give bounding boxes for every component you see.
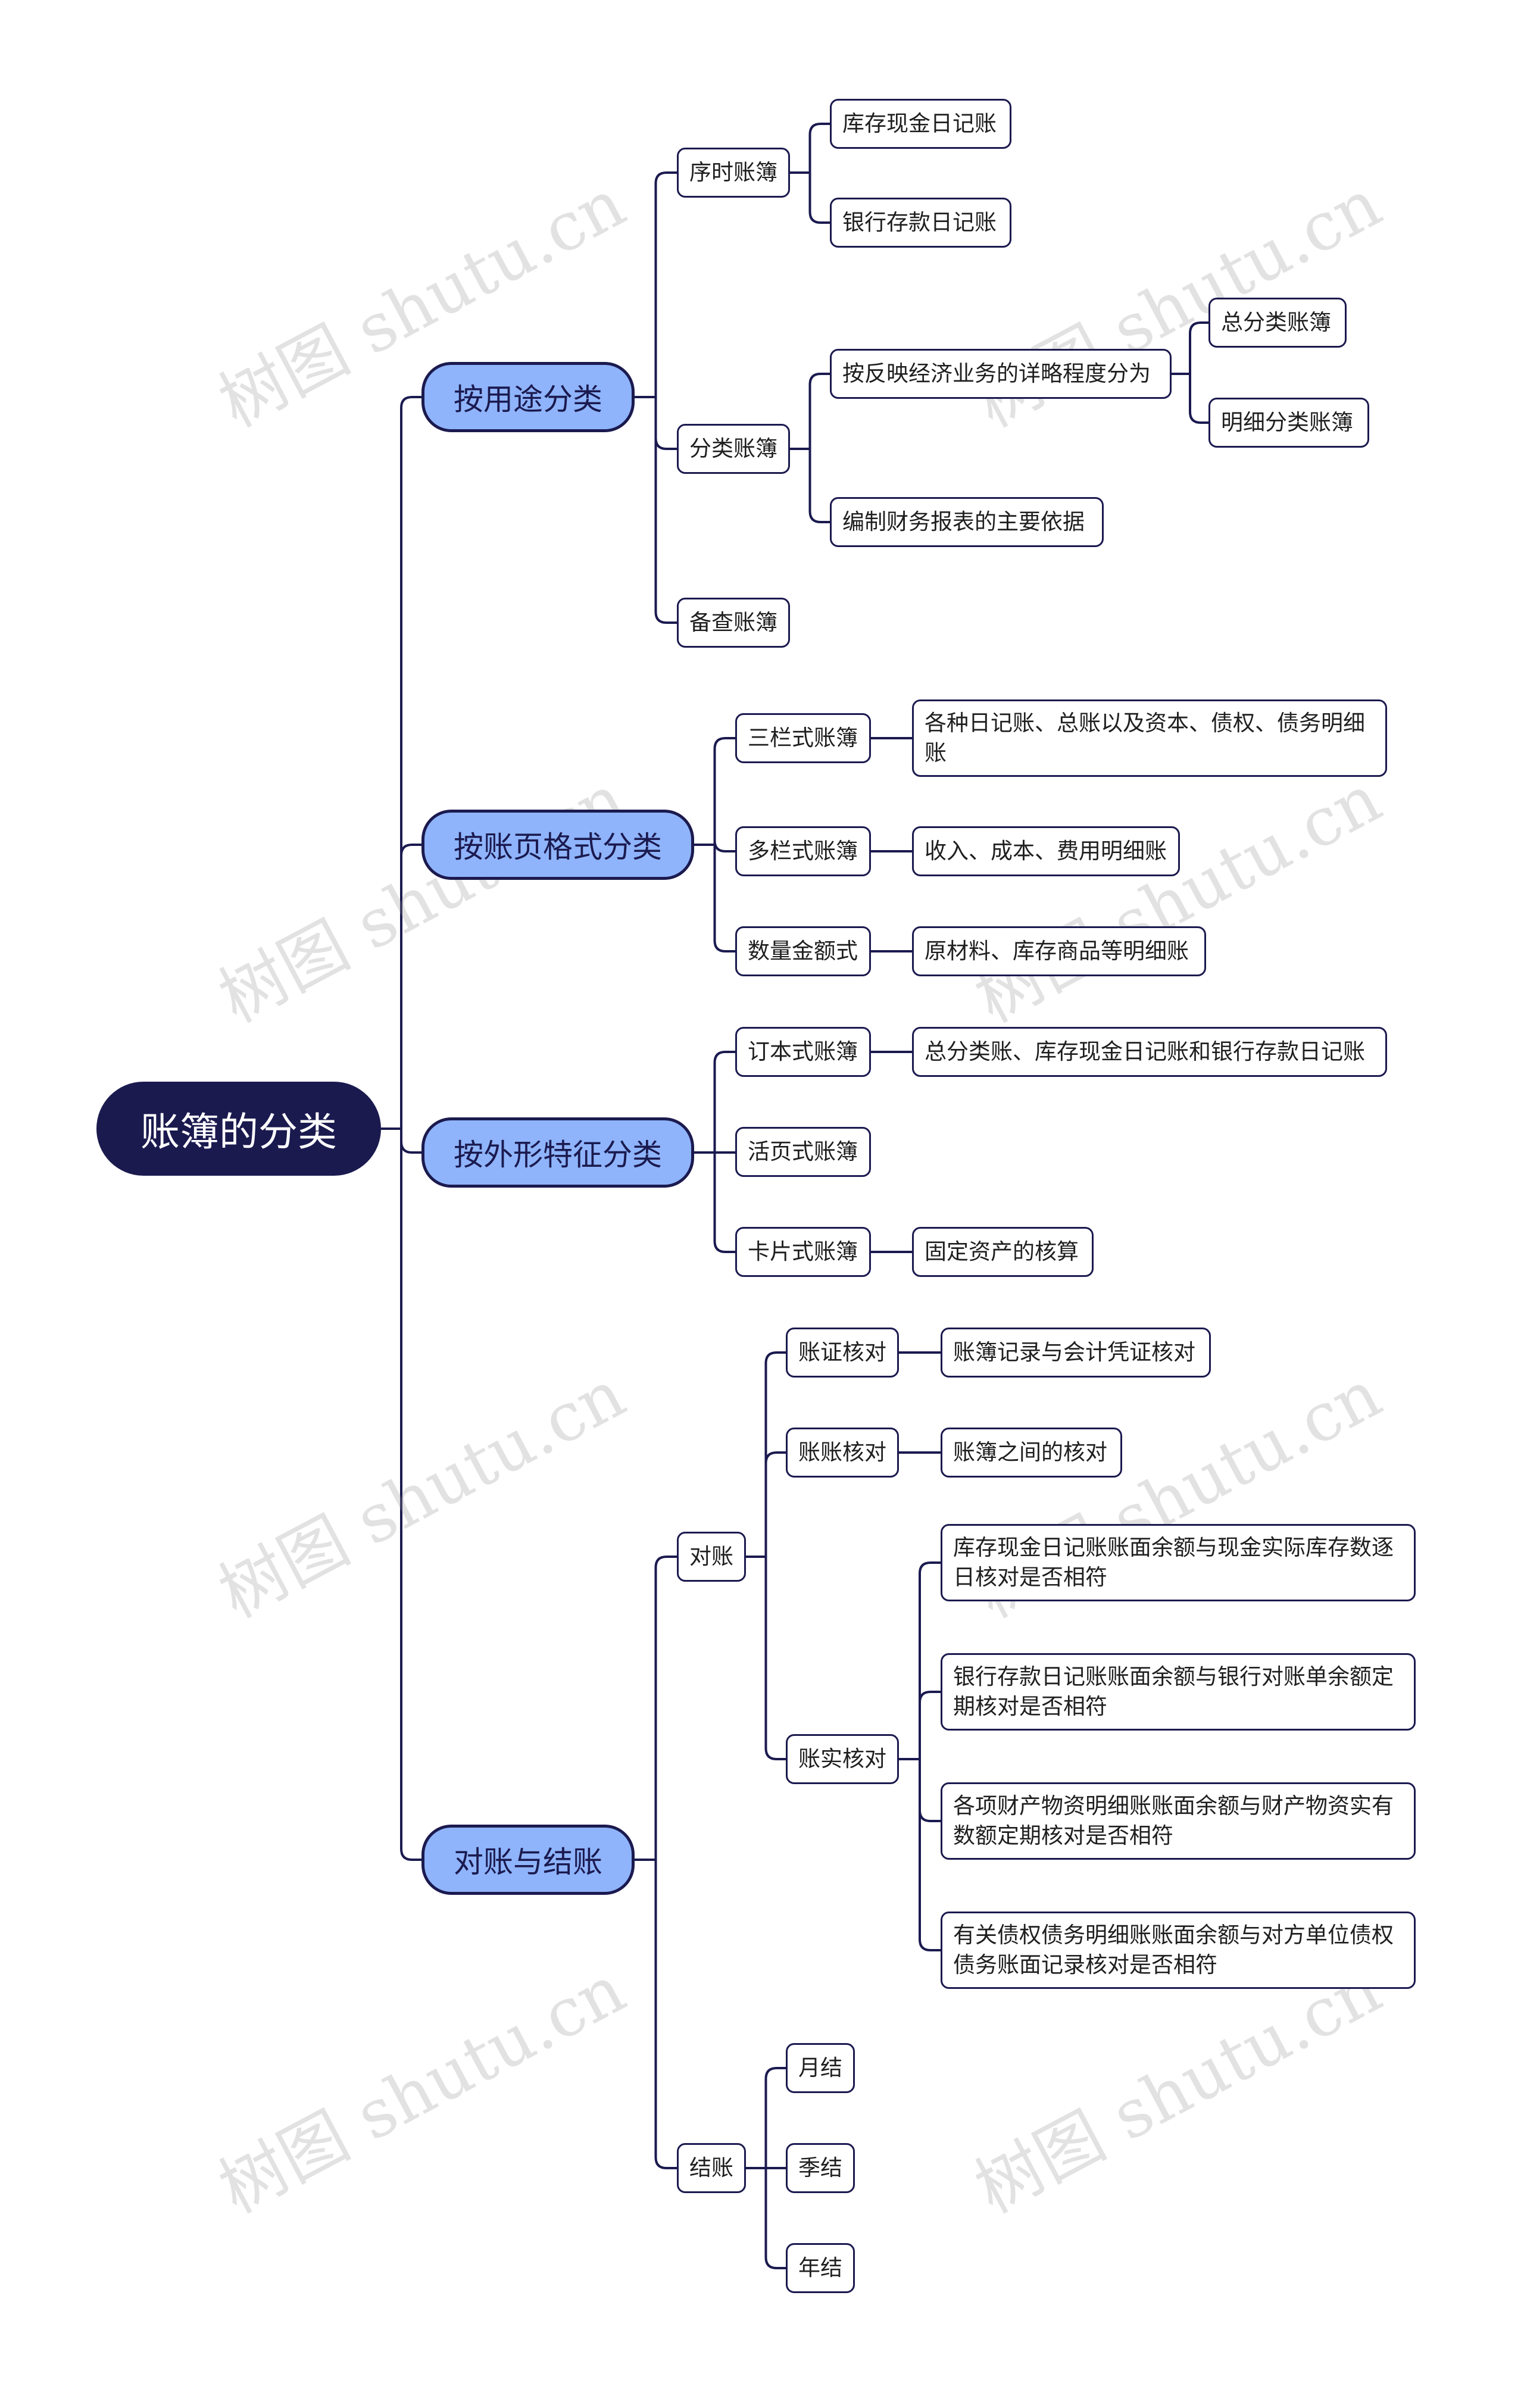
connector-line <box>919 1691 941 1759</box>
connector-line <box>1189 321 1208 374</box>
connector-line <box>919 1759 941 1951</box>
node-three-column[interactable]: 三栏式账簿 <box>735 713 871 763</box>
node-physical-check-cash[interactable]: 库存现金日记账账面余额与现金实际库存数逐日核对是否相符 <box>941 1524 1416 1601</box>
connector-line <box>1189 374 1208 424</box>
connector-line <box>400 396 421 1129</box>
node-physical-check-assets[interactable]: 各项财产物资明细账账面余额与财产物资实有数额定期核对是否相符 <box>941 1782 1416 1860</box>
branch-by-appearance[interactable]: 按外形特征分类 <box>421 1117 694 1188</box>
node-reconcile[interactable]: 对账 <box>677 1532 746 1582</box>
connector-line <box>764 1557 786 1760</box>
connector-line <box>713 1051 735 1153</box>
node-bound-books-desc[interactable]: 总分类账、库存现金日记账和银行存款日记账 <box>912 1027 1387 1077</box>
connector-line <box>713 737 735 845</box>
node-bank-journal[interactable]: 银行存款日记账 <box>830 198 1011 248</box>
branch-reconcile-close[interactable]: 对账与结账 <box>421 1825 635 1895</box>
node-multi-column-desc[interactable]: 收入、成本、费用明细账 <box>912 826 1180 876</box>
connector-line <box>713 845 735 952</box>
connector-line <box>654 1556 677 1860</box>
connector-line <box>808 373 830 449</box>
connector-line <box>654 397 677 624</box>
node-chronological-books[interactable]: 序时账簿 <box>677 148 790 198</box>
node-subsidiary-ledger[interactable]: 明细分类账簿 <box>1208 398 1369 448</box>
connector-line <box>654 1860 677 2169</box>
node-voucher-check[interactable]: 账证核对 <box>786 1328 899 1378</box>
connector-line <box>400 844 421 1129</box>
node-classified-books[interactable]: 分类账簿 <box>677 424 790 474</box>
connector-line <box>808 123 830 173</box>
node-card-books-desc[interactable]: 固定资产的核算 <box>912 1227 1094 1277</box>
node-account-check-desc[interactable]: 账簿之间的核对 <box>941 1428 1122 1478</box>
root-node[interactable]: 账簿的分类 <box>96 1082 381 1176</box>
branch-by-page-format[interactable]: 按账页格式分类 <box>421 810 694 880</box>
connector-line <box>400 1129 421 1154</box>
node-monthly-close[interactable]: 月结 <box>786 2043 855 2093</box>
connector-line <box>764 1351 786 1557</box>
connector-line <box>919 1561 941 1759</box>
node-bound-books[interactable]: 订本式账簿 <box>735 1027 871 1077</box>
node-multi-column[interactable]: 多栏式账簿 <box>735 826 871 876</box>
node-three-column-desc[interactable]: 各种日记账、总账以及资本、债权、债务明细账 <box>912 699 1387 777</box>
node-report-basis[interactable]: 编制财务报表的主要依据 <box>830 497 1104 547</box>
connector-line <box>919 1759 941 1822</box>
node-memo-books[interactable]: 备查账簿 <box>677 598 790 648</box>
connector-line <box>654 397 677 450</box>
node-loose-leaf[interactable]: 活页式账簿 <box>735 1127 871 1177</box>
node-account-check[interactable]: 账账核对 <box>786 1428 899 1478</box>
node-quarterly-close[interactable]: 季结 <box>786 2143 855 2193</box>
node-physical-check[interactable]: 账实核对 <box>786 1734 899 1784</box>
node-closing[interactable]: 结账 <box>677 2143 746 2193</box>
node-card-books[interactable]: 卡片式账簿 <box>735 1227 871 1277</box>
node-physical-check-debts[interactable]: 有关债权债务明细账账面余额与对方单位债权债务账面记录核对是否相符 <box>941 1912 1416 1989</box>
connector-line <box>713 840 735 852</box>
node-voucher-check-desc[interactable]: 账簿记录与会计凭证核对 <box>941 1328 1211 1378</box>
connector-line <box>764 1451 786 1557</box>
connector-line <box>713 1153 735 1253</box>
node-detail-level[interactable]: 按反映经济业务的详略程度分为 <box>830 349 1172 399</box>
node-quantity-amount-desc[interactable]: 原材料、库存商品等明细账 <box>912 926 1206 976</box>
node-cash-journal[interactable]: 库存现金日记账 <box>830 99 1011 149</box>
branch-by-purpose[interactable]: 按用途分类 <box>421 362 635 432</box>
node-annual-close[interactable]: 年结 <box>786 2243 855 2293</box>
node-physical-check-bank[interactable]: 银行存款日记账账面余额与银行对账单余额定期核对是否相符 <box>941 1653 1416 1731</box>
connector-line <box>808 173 830 224</box>
connector-line <box>400 1129 421 1861</box>
connector-line <box>654 171 677 397</box>
node-quantity-amount[interactable]: 数量金额式 <box>735 926 871 976</box>
connector-line <box>764 2067 786 2168</box>
node-general-ledger[interactable]: 总分类账簿 <box>1208 298 1347 348</box>
connector-line <box>764 2168 786 2269</box>
connector-line <box>808 449 830 523</box>
